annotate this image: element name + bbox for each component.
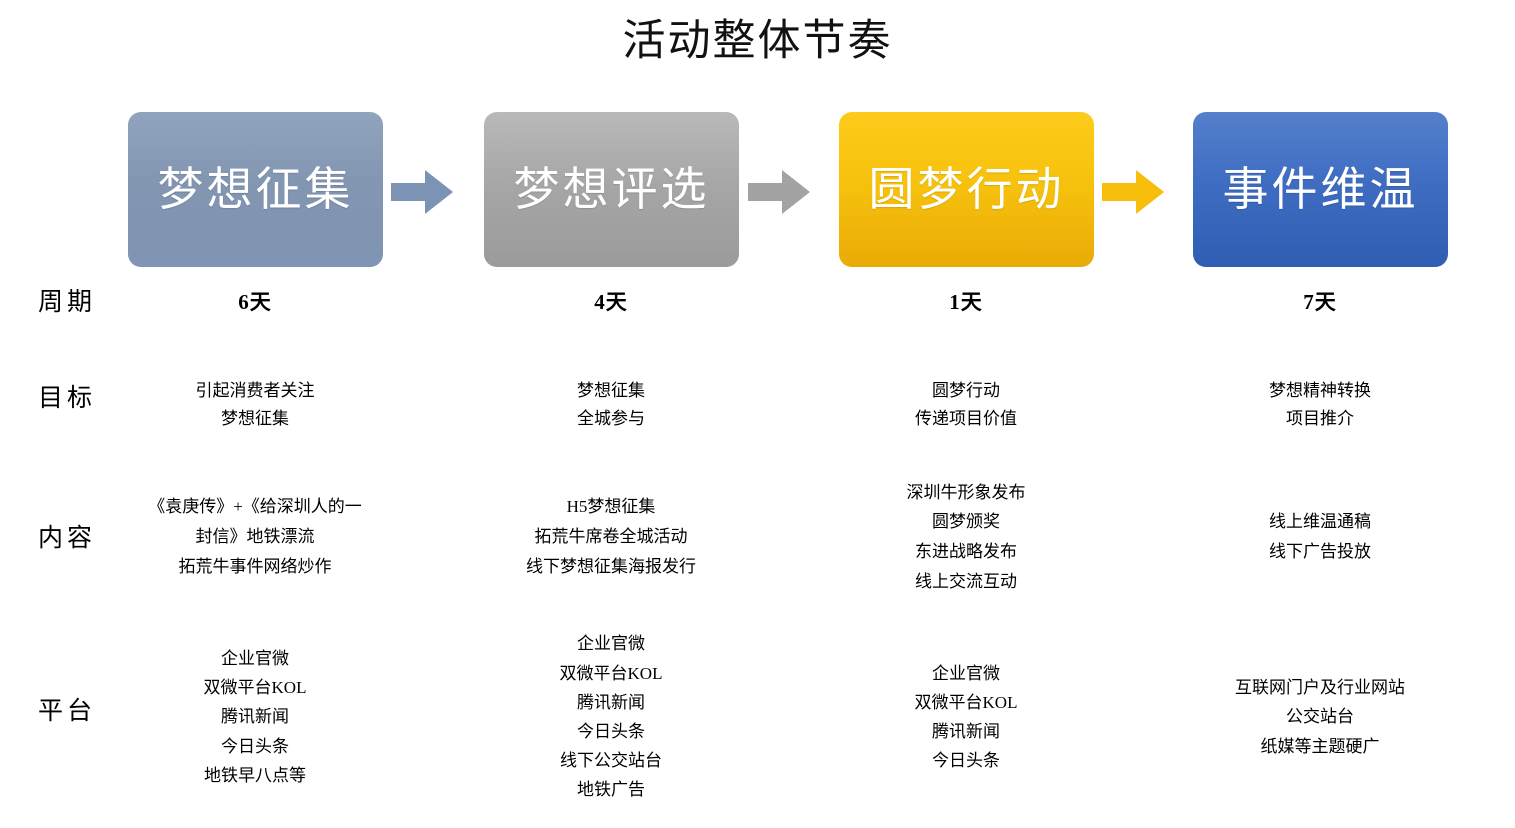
text-line: 双微平台KOL (203, 678, 307, 698)
text-line: 线上维温通稿 (1269, 512, 1371, 532)
cell-content-2: H5梦想征集拓荒牛席卷全城活动线下梦想征集海报发行 (461, 492, 761, 581)
cell-content-3: 深圳牛形象发布圆梦颁奖东进战略发布线上交流互动 (816, 478, 1116, 597)
text-line: 传递项目价值 (915, 408, 1017, 428)
cell-goal-4: 梦想精神转换项目推介 (1170, 377, 1470, 432)
cell-cycle-2: 4天 (594, 290, 628, 314)
cell-platform-wrap-3: 企业官微双微平台KOL 腾讯新闻今日头条 (816, 642, 1116, 792)
arrow-right-icon-1 (391, 170, 453, 214)
row-label-platform: 平台 (38, 698, 97, 725)
text-line: 今日头条 (932, 751, 1000, 771)
text-line: 地铁早八点等 (204, 765, 306, 785)
stage-box-4[interactable]: 事件维温 (1193, 112, 1448, 267)
cell-goal-2: 梦想征集全城参与 (461, 377, 761, 432)
cell-platform-3: 企业官微双微平台KOL 腾讯新闻今日头条 (816, 659, 1116, 776)
text-line: 圆梦行动 (932, 381, 1000, 400)
cell-cycle-3: 1天 (949, 290, 983, 314)
text-line: 企业官微 (577, 634, 645, 654)
text-line: 引起消费者关注 (195, 381, 315, 400)
text-line: 地铁广告 (577, 780, 645, 800)
cell-content-wrap-4: 线上维温通稿线下广告投放 (1170, 472, 1470, 602)
cell-content-wrap-3: 深圳牛形象发布圆梦颁奖东进战略发布线上交流互动 (816, 472, 1116, 602)
cell-platform-4: 互联网门户及行业网站公交站台纸媒等主题硬广 (1170, 673, 1470, 761)
cell-goal-1: 引起消费者关注梦想征集 (105, 377, 405, 432)
arrow-right-icon-2 (748, 170, 810, 214)
cell-goal-3: 圆梦行动传递项目价值 (816, 377, 1116, 432)
cell-platform-wrap-2: 企业官微双微平台KOL 腾讯新闻今日头条线下公交站台地铁广告 (461, 634, 761, 799)
arrow-right-icon-3 (1102, 170, 1164, 214)
text-line: 东进战略发布 (915, 542, 1017, 561)
cell-content-wrap-1: 《袁庚传》+《给深圳人的一封信》地铁漂流拓荒牛事件网络炒作 (105, 472, 405, 602)
text-line: 今日头条 (221, 736, 289, 756)
text-line: H5梦想征集 (566, 497, 656, 517)
text-line: 线上交流互动 (915, 571, 1017, 591)
cell-content-1: 《袁庚传》+《给深圳人的一封信》地铁漂流拓荒牛事件网络炒作 (105, 492, 405, 581)
text-line: 线下广告投放 (1269, 542, 1371, 561)
page-title: 活动整体节奏 (622, 18, 893, 65)
text-line: 拓荒牛事件网络炒作 (178, 556, 332, 576)
text-line: 深圳牛形象发布 (906, 482, 1026, 502)
text-line: 纸媒等主题硬广 (1260, 736, 1380, 756)
text-line: 梦想征集 (577, 381, 645, 400)
text-line: 《袁庚传》+《给深圳人的一 (148, 497, 362, 517)
cell-platform-1: 企业官微双微平台KOL 腾讯新闻今日头条地铁早八点等 (105, 644, 405, 790)
text-line: 腾讯新闻 (221, 707, 289, 727)
text-line: 全城参与 (577, 408, 645, 428)
text-line: 公交站台 (1286, 707, 1354, 727)
stage-label-1: 梦想征集 (157, 163, 354, 215)
text-line: 梦想精神转换 (1269, 381, 1371, 400)
cell-platform-wrap-1: 企业官微双微平台KOL 腾讯新闻今日头条地铁早八点等 (105, 642, 405, 792)
stage-detail-matrix: 周期 目标 内容 平台 6天 4天 1天 7天 引起消费者关注梦想征集 梦想征集… (0, 267, 1515, 828)
text-line: 腾讯新闻 (932, 722, 1000, 741)
text-line: 企业官微 (932, 663, 1000, 683)
stage-box-2[interactable]: 梦想评选 (484, 112, 739, 267)
row-label-content: 内容 (38, 525, 97, 552)
stage-label-2: 梦想评选 (513, 163, 710, 215)
cell-content-4: 线上维温通稿线下广告投放 (1170, 507, 1470, 567)
text-line: 今日头条 (577, 722, 645, 741)
text-line: 拓荒牛席卷全城活动 (534, 527, 688, 547)
text-line: 双微平台KOL (914, 692, 1018, 712)
text-line: 项目推介 (1286, 408, 1354, 428)
text-line: 双微平台KOL (559, 663, 663, 683)
cell-content-wrap-2: H5梦想征集拓荒牛席卷全城活动线下梦想征集海报发行 (461, 472, 761, 602)
text-line: 互联网门户及行业网站 (1235, 678, 1405, 698)
text-line: 封信》地铁漂流 (195, 527, 315, 547)
text-line: 线下梦想征集海报发行 (526, 556, 696, 576)
text-line: 线下公交站台 (560, 751, 662, 771)
stage-box-1[interactable]: 梦想征集 (128, 112, 383, 267)
text-line: 企业官微 (221, 648, 289, 668)
stage-label-4: 事件维温 (1222, 163, 1419, 215)
text-line: 腾讯新闻 (577, 692, 645, 712)
stage-label-3: 圆梦行动 (868, 163, 1065, 215)
row-label-cycle: 周期 (38, 289, 97, 316)
text-line: 梦想征集 (221, 408, 289, 428)
cell-platform-2: 企业官微双微平台KOL 腾讯新闻今日头条线下公交站台地铁广告 (461, 629, 761, 804)
cell-platform-wrap-4: 互联网门户及行业网站公交站台纸媒等主题硬广 (1170, 642, 1470, 792)
cell-cycle-4: 7天 (1303, 290, 1337, 314)
stage-box-3[interactable]: 圆梦行动 (839, 112, 1094, 267)
text-line: 圆梦颁奖 (932, 512, 1000, 532)
cell-cycle-1: 6天 (238, 290, 272, 314)
row-label-goal: 目标 (38, 385, 97, 412)
stage-flow: 梦想征集 梦想评选 圆梦行动 事件维温 (0, 112, 1515, 267)
